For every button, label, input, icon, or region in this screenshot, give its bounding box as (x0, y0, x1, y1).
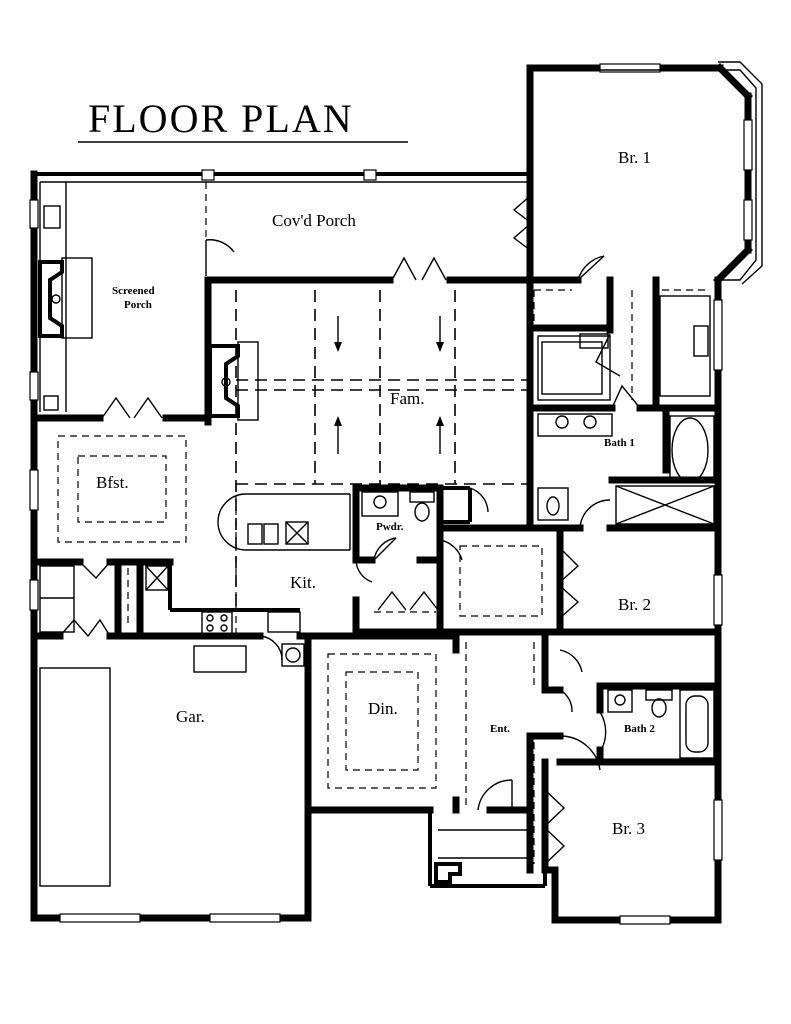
family-ceiling-beams (235, 290, 530, 636)
room-label-fam: Fam. (390, 389, 424, 408)
room-labels: Br. 1 Cov'd Porch Screened Porch Fam. Ba… (96, 148, 655, 838)
room-label-covd-porch: Cov'd Porch (272, 211, 356, 230)
exterior-walls (30, 63, 753, 924)
room-label-bfst: Bfst. (96, 473, 129, 492)
windows (29, 63, 753, 925)
interior-walls (30, 276, 722, 874)
tray-ceilings (57, 435, 543, 789)
room-label-bath2: Bath 2 (624, 723, 655, 735)
room-label-br3: Br. 3 (612, 819, 645, 838)
room-label-pwdr: Pwdr. (376, 521, 404, 533)
room-label-screened-porch-2: Porch (124, 299, 152, 311)
room-label-kit: Kit. (290, 573, 316, 592)
room-label-gar: Gar. (176, 707, 205, 726)
room-label-din: Din. (368, 699, 398, 718)
room-label-bath1: Bath 1 (604, 437, 635, 449)
room-label-br2: Br. 2 (618, 595, 651, 614)
room-label-br1: Br. 1 (618, 148, 651, 167)
room-label-ent: Ent. (490, 723, 510, 735)
doors (59, 195, 641, 865)
room-label-screened-porch-1: Screened (112, 285, 155, 297)
plan-title: FLOOR PLAN (88, 96, 354, 141)
fixtures (38, 205, 715, 887)
